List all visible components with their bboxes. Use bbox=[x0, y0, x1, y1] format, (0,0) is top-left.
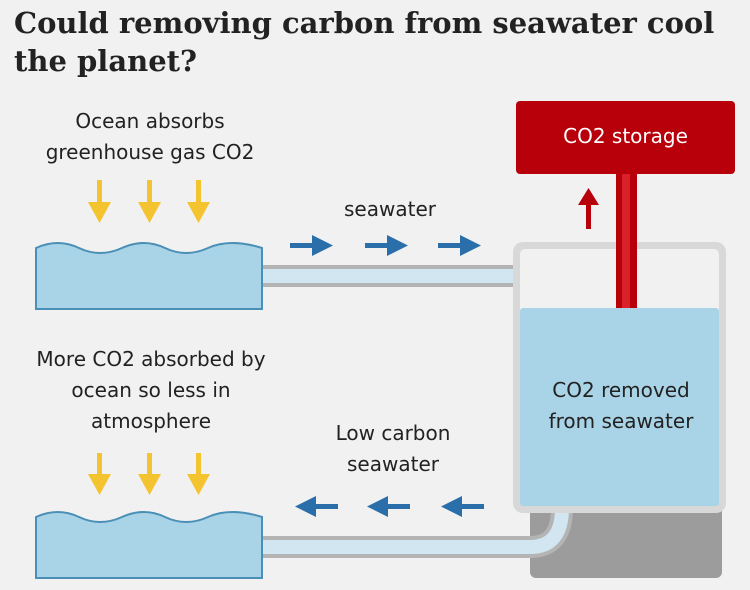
down-arrow-icon bbox=[138, 453, 161, 495]
flow-arrows-right bbox=[290, 235, 481, 256]
more-co2-absorbed-label: More CO2 absorbed by ocean so less in at… bbox=[36, 347, 266, 433]
down-arrow-icon bbox=[187, 180, 210, 223]
down-arrow-icon bbox=[138, 180, 161, 223]
left-arrow-icon bbox=[441, 496, 484, 517]
seawater-flow-label: seawater bbox=[344, 197, 436, 221]
ocean-top bbox=[35, 242, 263, 310]
down-arrow-icon bbox=[88, 180, 111, 223]
page-title: Could removing carbon from seawater cool… bbox=[14, 6, 715, 78]
low-carbon-seawater-label: Low carbon seawater bbox=[335, 421, 451, 476]
right-arrow-icon bbox=[290, 235, 333, 256]
outlet-pipe bbox=[262, 507, 573, 558]
left-arrow-icon bbox=[295, 496, 338, 517]
co2-storage-box bbox=[516, 101, 735, 174]
down-arrow-icon bbox=[187, 453, 210, 495]
left-arrow-icon bbox=[367, 496, 410, 517]
right-arrow-icon bbox=[365, 235, 408, 256]
tank-base bbox=[530, 498, 722, 578]
co2-removed-label: CO2 removed from seawater bbox=[548, 378, 694, 433]
inlet-pipe bbox=[262, 265, 566, 309]
up-arrow-icon bbox=[578, 188, 599, 229]
ocean-bottom bbox=[35, 511, 263, 579]
treatment-tank bbox=[513, 242, 726, 513]
co2-storage-label: CO2 storage bbox=[563, 124, 688, 148]
right-arrow-icon bbox=[438, 235, 481, 256]
flow-arrows-left bbox=[295, 496, 484, 517]
down-arrow-icon bbox=[88, 453, 111, 495]
absorb-arrows-bottom bbox=[88, 453, 210, 495]
co2-pipe-highlight bbox=[622, 170, 630, 308]
absorb-arrows-top bbox=[88, 180, 210, 223]
ocean-absorbs-label: Ocean absorbs greenhouse gas CO2 bbox=[45, 109, 255, 164]
